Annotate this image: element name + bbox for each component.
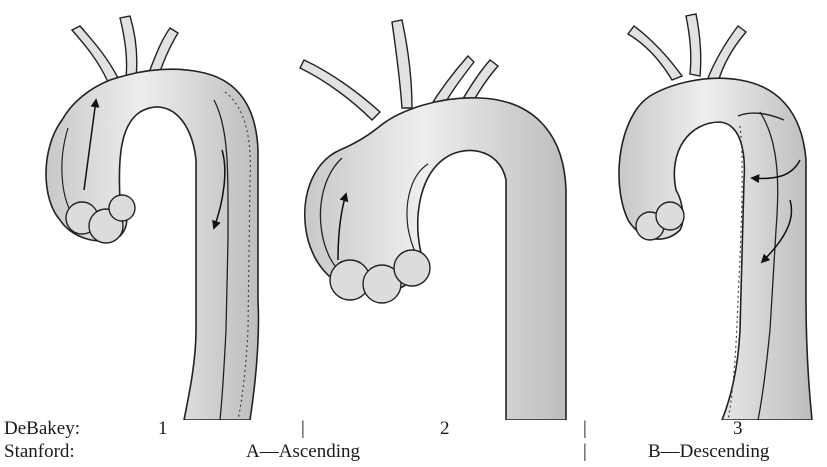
debakey-row-label: DeBakey: xyxy=(4,419,80,439)
debakey-type-2-aorta xyxy=(300,20,566,420)
debakey-type-2-label: 2 xyxy=(440,419,450,439)
debakey-type-1-aorta xyxy=(46,16,259,420)
stanford-type-a-label: A—Ascending xyxy=(246,442,360,462)
aorta-body-1 xyxy=(46,69,259,420)
aortic-dissection-illustration xyxy=(0,0,827,420)
aorta-body-2 xyxy=(305,98,566,420)
debakey-separator-right: | xyxy=(583,419,587,439)
aorta-body-3 xyxy=(619,78,812,420)
debakey-type-3-aorta xyxy=(619,14,812,420)
debakey-separator-left: | xyxy=(301,419,305,439)
stanford-type-b-label: B—Descending xyxy=(648,442,769,462)
debakey-type-3-label: 3 xyxy=(733,419,743,439)
stanford-row-label: Stanford: xyxy=(4,442,75,462)
debakey-type-1-label: 1 xyxy=(158,419,168,439)
stanford-separator: | xyxy=(583,442,587,462)
aortic-arch-branches-3 xyxy=(628,14,746,82)
